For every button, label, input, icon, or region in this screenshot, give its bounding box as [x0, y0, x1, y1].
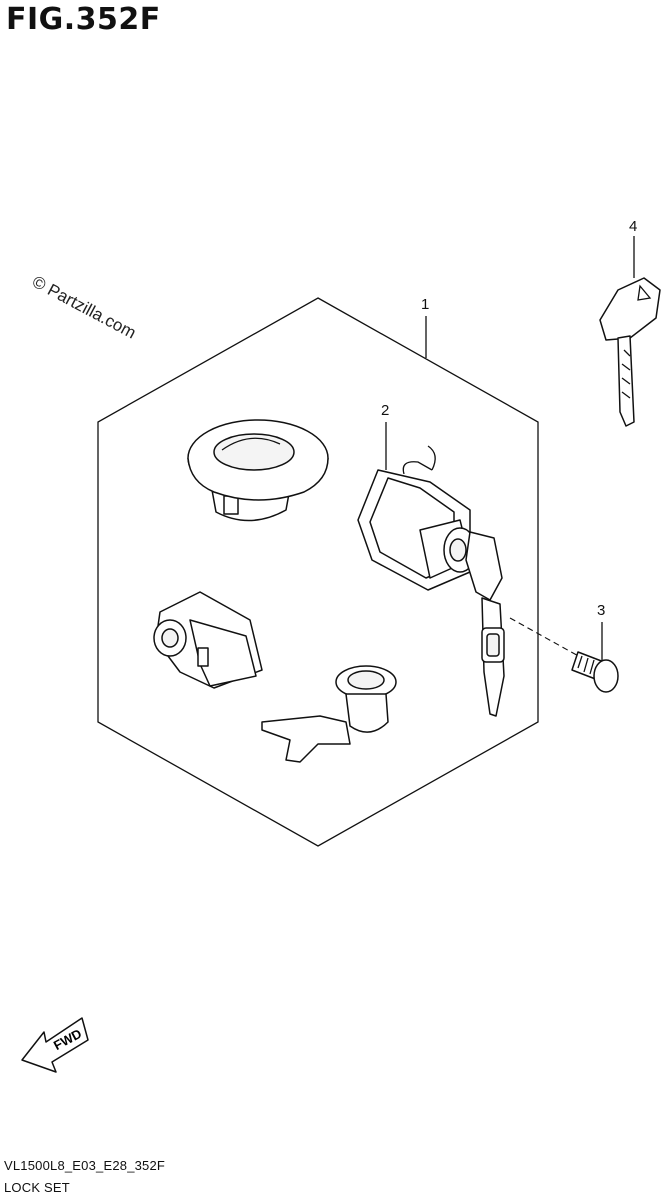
lock-set-outline	[97, 297, 539, 847]
callout-4: 4	[629, 218, 638, 235]
callout-2: 2	[381, 402, 390, 419]
screw-axis-dashed	[509, 617, 583, 659]
fuel-cap-part	[187, 419, 329, 522]
callout-1: 1	[421, 296, 430, 313]
figure-title: FIG.352F	[6, 2, 161, 37]
key-blank-part	[599, 277, 661, 427]
section-name: LOCK SET	[4, 1180, 70, 1195]
fwd-arrow: FWD	[21, 1017, 89, 1073]
helmet-lock-part	[261, 665, 397, 763]
callout-3: 3	[597, 602, 606, 619]
screw-part	[571, 651, 619, 693]
seat-lock-part	[357, 445, 505, 717]
ignition-lock-part	[153, 591, 263, 689]
model-code: VL1500L8_E03_E28_352F	[4, 1158, 166, 1173]
